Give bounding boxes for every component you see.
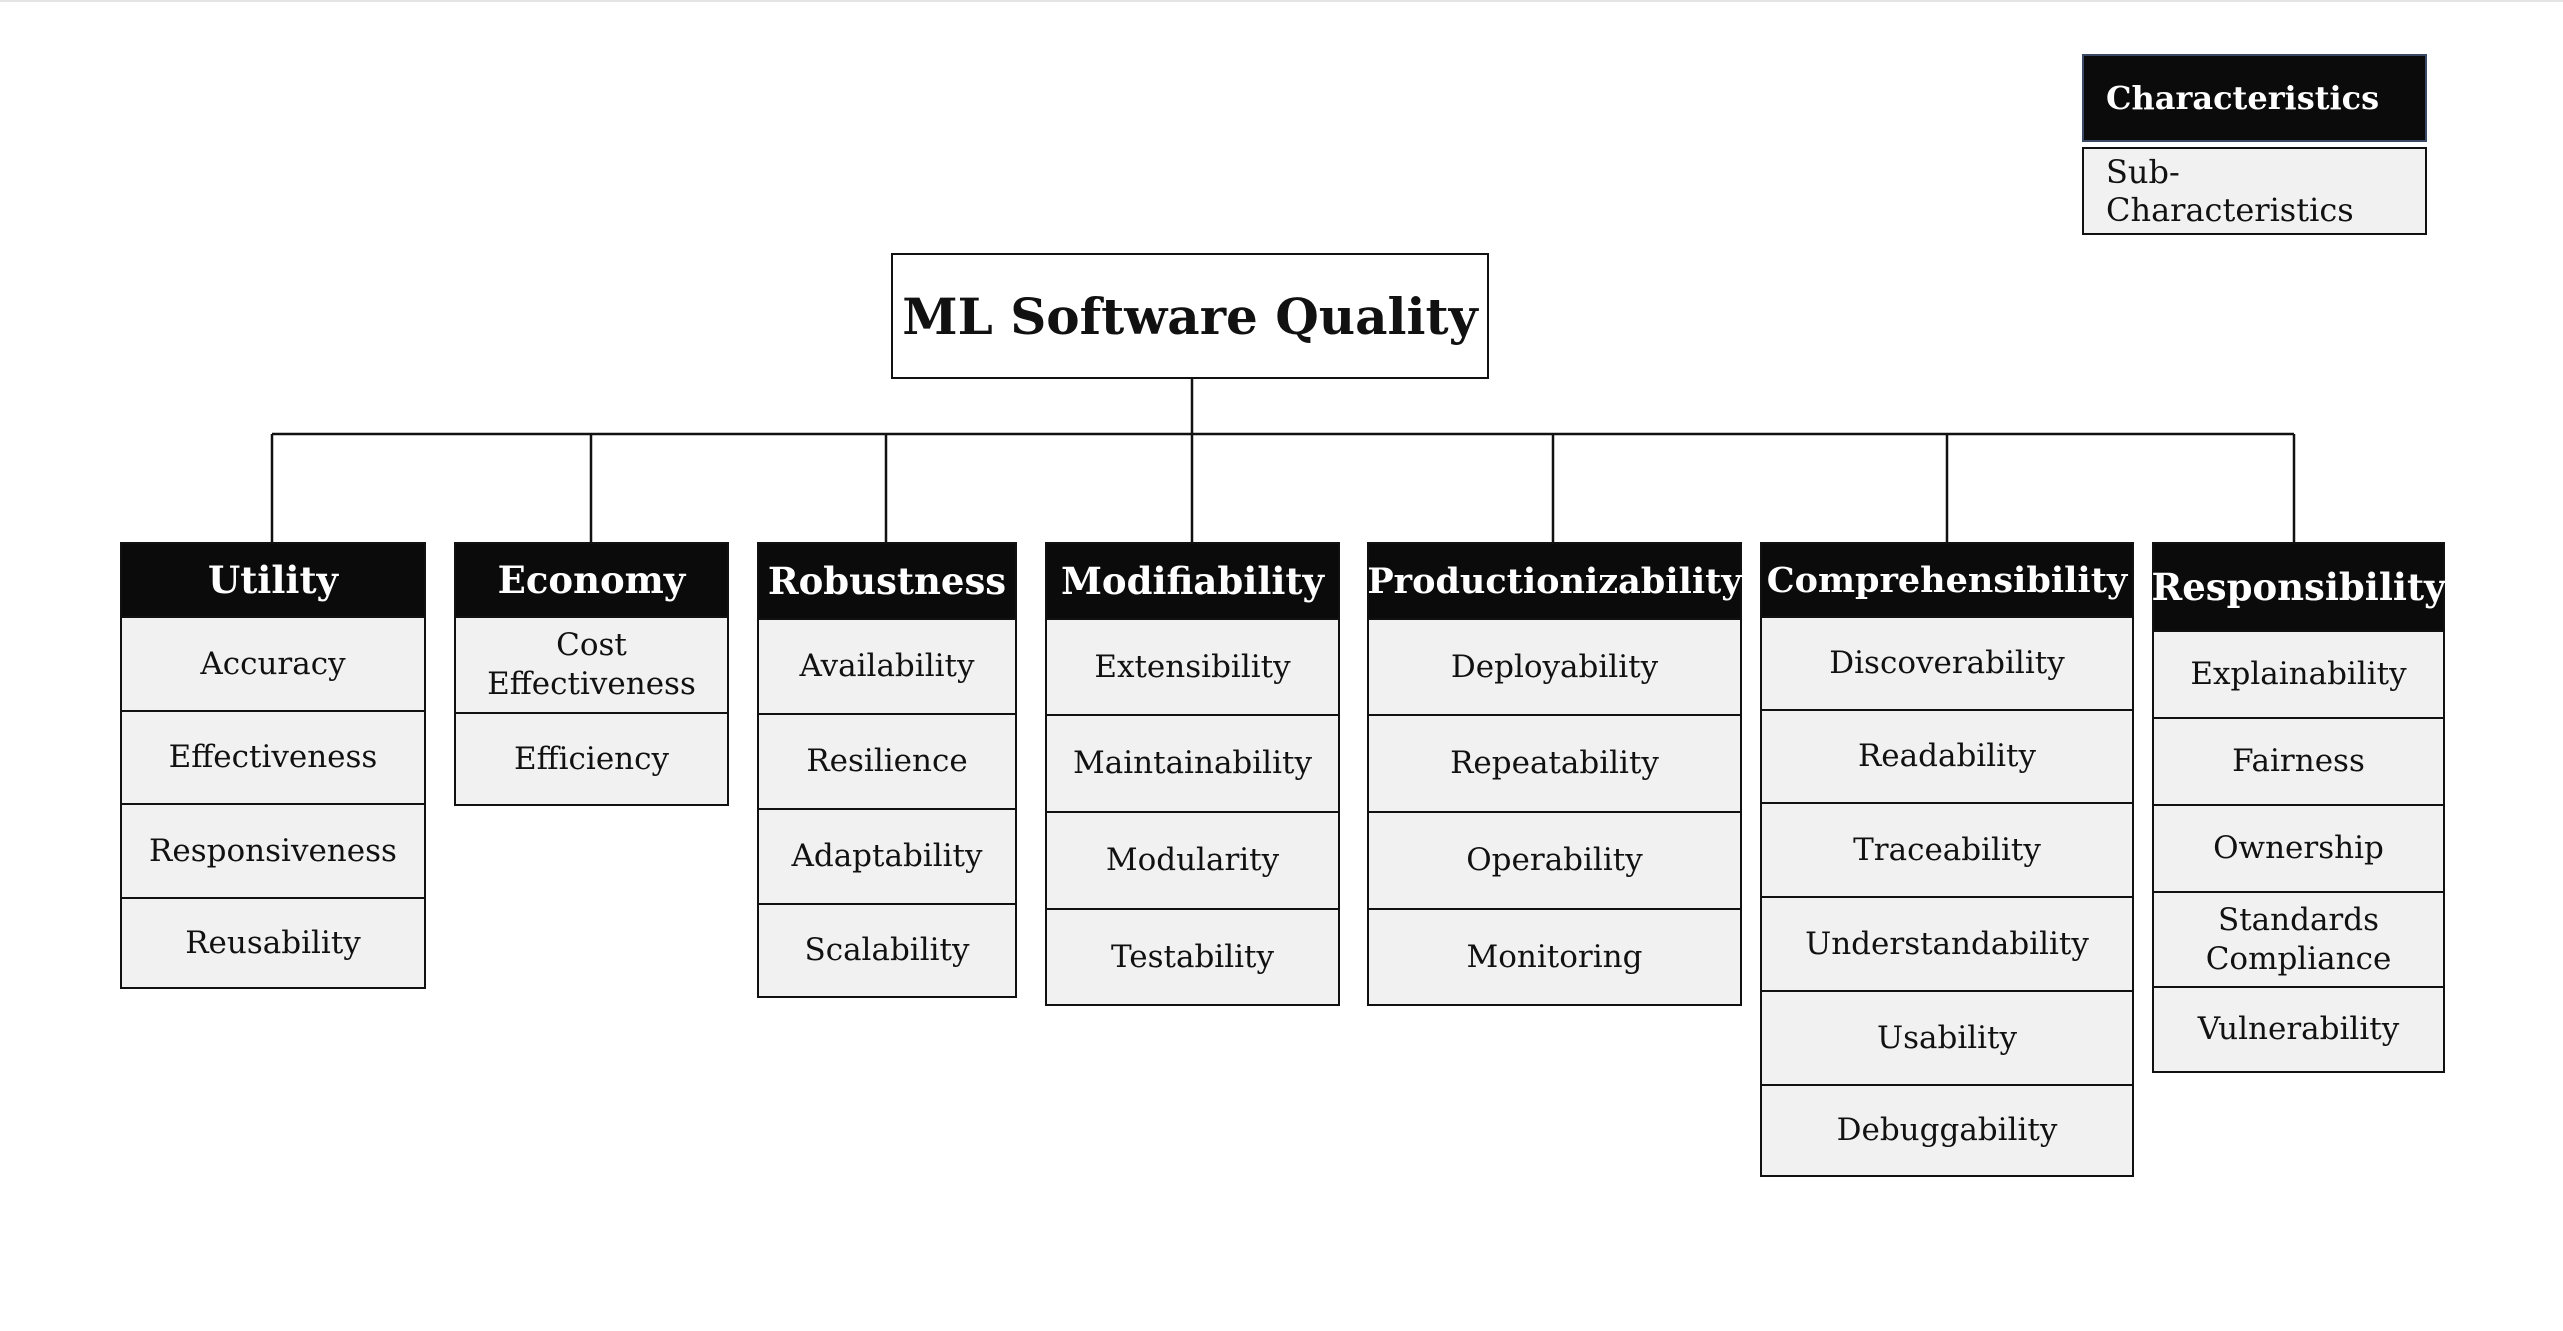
sub-characteristic: Traceability bbox=[1762, 802, 2132, 896]
root-node: ML Software Quality bbox=[891, 253, 1489, 379]
characteristic-productionizability: Productionizability Deployability Repeat… bbox=[1367, 542, 1742, 1006]
characteristic-header: Economy bbox=[456, 544, 727, 616]
sub-characteristic: Understandability bbox=[1762, 896, 2132, 990]
sub-characteristic: Testability bbox=[1047, 908, 1338, 1004]
characteristic-header: Productionizability bbox=[1367, 544, 1742, 618]
legend-characteristics: Characteristics bbox=[2082, 54, 2427, 142]
sub-characteristic: Effectiveness bbox=[122, 710, 424, 803]
characteristic-robustness: Robustness Availability Resilience Adapt… bbox=[757, 542, 1017, 998]
characteristic-responsibility: Responsibility Explainability Fairness O… bbox=[2151, 542, 2446, 1073]
sub-characteristic: Explainability bbox=[2154, 630, 2443, 717]
sub-characteristic: Availability bbox=[759, 618, 1015, 713]
sub-characteristic: Fairness bbox=[2154, 717, 2443, 804]
sub-characteristic: Efficiency bbox=[456, 712, 727, 804]
legend-sub-characteristics-label: Sub-Characteristics bbox=[2106, 153, 2354, 229]
characteristic-header: Robustness bbox=[759, 544, 1015, 618]
root-node-label: ML Software Quality bbox=[902, 286, 1478, 346]
sub-characteristic: Vulnerability bbox=[2154, 986, 2443, 1071]
top-border-line bbox=[0, 0, 2563, 2]
sub-characteristic: Ownership bbox=[2154, 804, 2443, 891]
sub-characteristic: Scalability bbox=[759, 903, 1015, 996]
characteristic-economy: Economy Cost Effectiveness Efficiency bbox=[454, 542, 729, 806]
sub-characteristic: Accuracy bbox=[122, 616, 424, 710]
sub-characteristic: Usability bbox=[1762, 990, 2132, 1084]
sub-characteristic: Adaptability bbox=[759, 808, 1015, 903]
characteristic-utility: Utility Accuracy Effectiveness Responsiv… bbox=[120, 542, 426, 989]
sub-characteristic: Standards Compliance bbox=[2154, 891, 2443, 986]
characteristic-modifiability: Modifiability Extensibility Maintainabil… bbox=[1045, 542, 1340, 1006]
sub-characteristic: Deployability bbox=[1369, 618, 1740, 714]
sub-characteristic: Resilience bbox=[759, 713, 1015, 808]
sub-characteristic: Readability bbox=[1762, 709, 2132, 802]
characteristic-header: Modifiability bbox=[1047, 544, 1338, 618]
sub-characteristic: Reusability bbox=[122, 897, 424, 987]
sub-characteristic: Modularity bbox=[1047, 811, 1338, 908]
characteristic-comprehensibility: Comprehensibility Discoverability Readab… bbox=[1760, 542, 2134, 1177]
sub-characteristic: Operability bbox=[1369, 811, 1740, 908]
sub-characteristic: Cost Effectiveness bbox=[456, 616, 727, 712]
sub-characteristic: Repeatability bbox=[1369, 714, 1740, 811]
sub-characteristic: Maintainability bbox=[1047, 714, 1338, 811]
characteristic-header: Comprehensibility bbox=[1762, 544, 2132, 616]
legend-sub-characteristics: Sub-Characteristics bbox=[2082, 147, 2427, 235]
sub-characteristic: Discoverability bbox=[1762, 616, 2132, 709]
sub-characteristic: Monitoring bbox=[1369, 908, 1740, 1004]
sub-characteristic: Debuggability bbox=[1762, 1084, 2132, 1175]
characteristic-header: Utility bbox=[122, 544, 424, 616]
sub-characteristic: Responsiveness bbox=[122, 803, 424, 897]
sub-characteristic: Extensibility bbox=[1047, 618, 1338, 714]
legend-characteristics-label: Characteristics bbox=[2106, 79, 2380, 117]
characteristic-header: Responsibility bbox=[2151, 544, 2446, 630]
